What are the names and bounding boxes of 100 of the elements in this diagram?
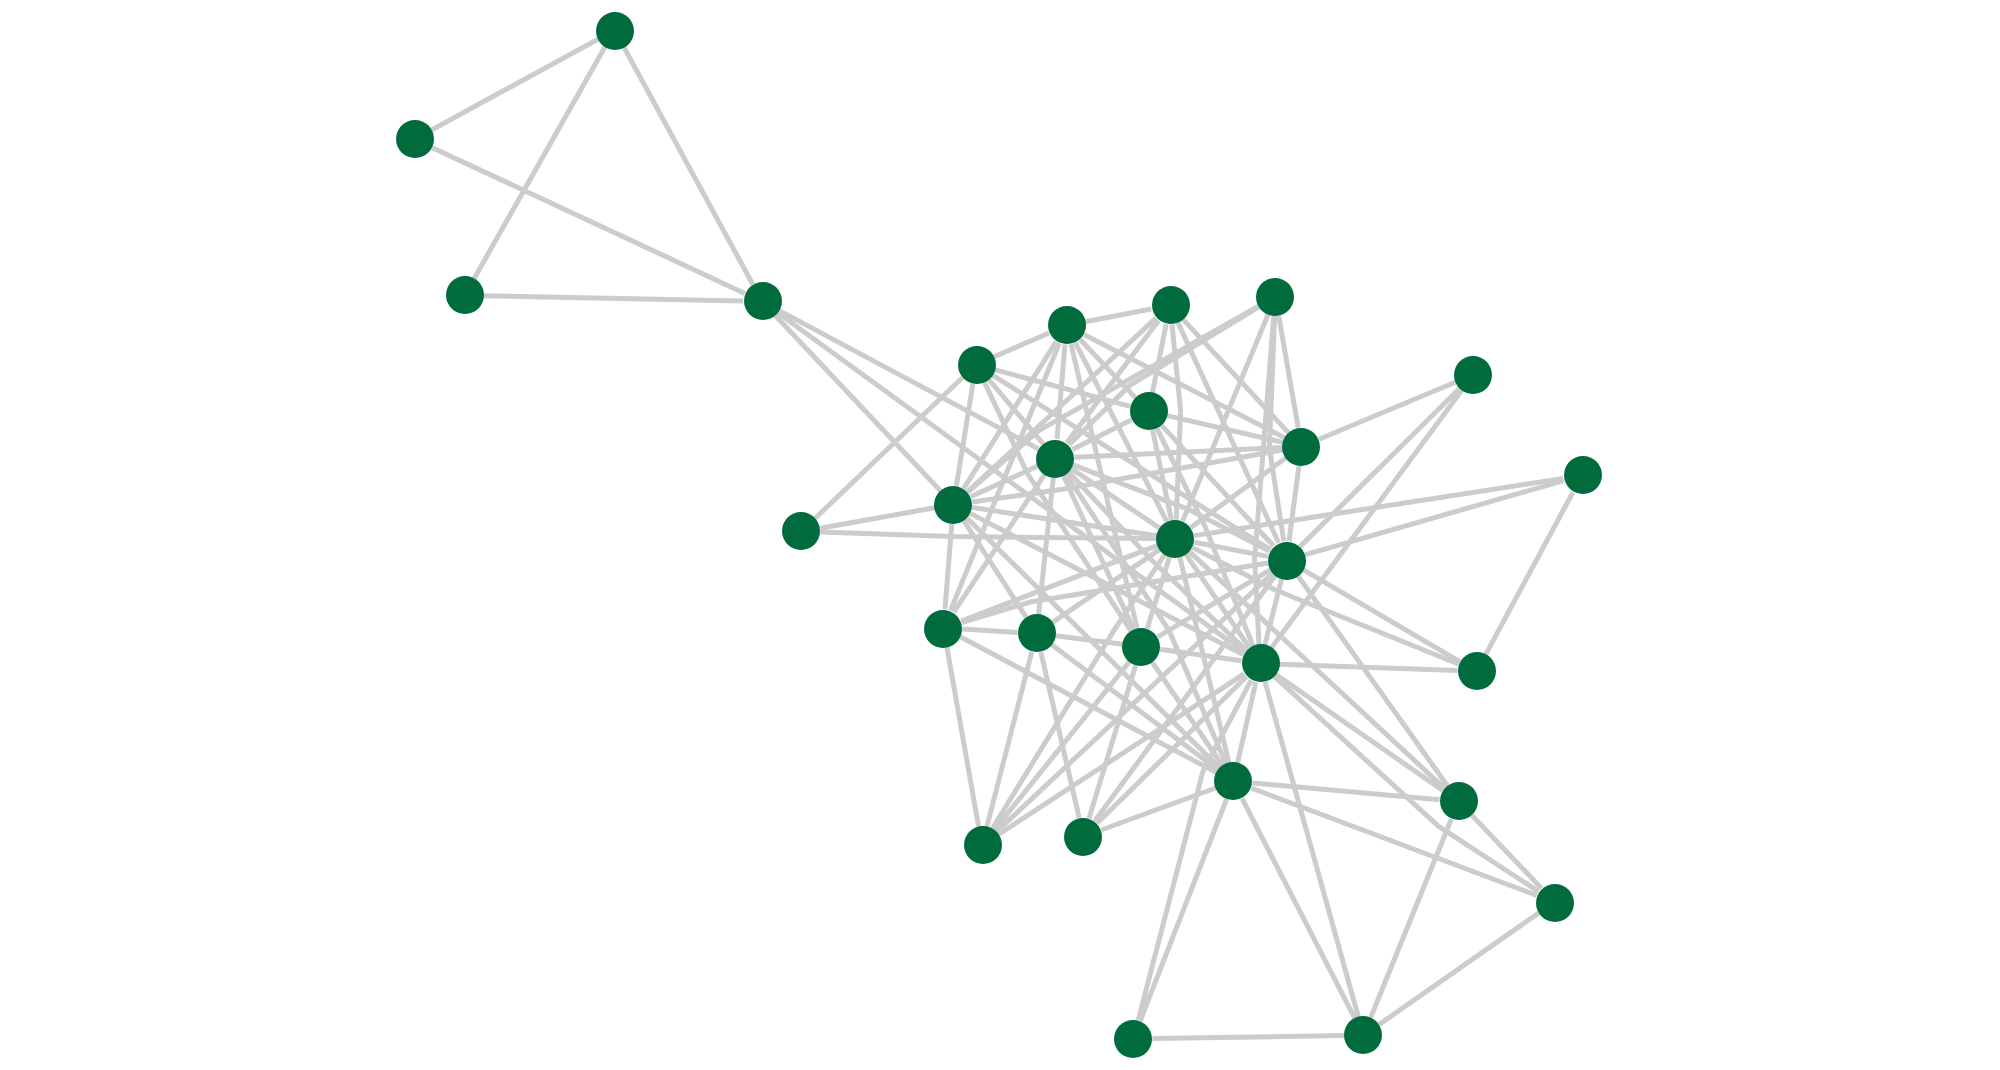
edge-line (1189, 455, 1288, 530)
network-node (1064, 817, 1103, 856)
edge-line (959, 634, 1218, 775)
edge-line (1252, 780, 1440, 803)
network-node (1344, 1016, 1383, 1055)
network-node (957, 345, 995, 384)
network-node (743, 282, 781, 321)
edge-line (430, 145, 746, 296)
edge-line (1156, 567, 1272, 639)
edge-line (1054, 344, 1068, 440)
edge-line (1072, 341, 1170, 523)
edge-line (1084, 306, 1152, 325)
network-node (1122, 627, 1161, 666)
edge-line (1149, 323, 1169, 394)
edge-line (819, 505, 936, 531)
edge-line (1191, 545, 1460, 667)
edge-line (1144, 556, 1172, 630)
edge-line (1177, 556, 1232, 764)
edge-line (1150, 660, 1225, 768)
network-node (1129, 392, 1168, 431)
edge-line (1038, 651, 1082, 819)
edge-line (1068, 343, 1140, 629)
edge-line (1262, 577, 1285, 646)
edge-line (1050, 642, 1220, 772)
edge-line (1377, 910, 1541, 1027)
edge-line (1137, 798, 1229, 1022)
edge-line (1169, 324, 1184, 520)
edge-line (965, 516, 1222, 770)
network-node (1457, 652, 1496, 691)
edge-line (1272, 674, 1540, 894)
edge-line (1071, 417, 1133, 452)
edge-line (1301, 567, 1462, 664)
edge-line (1175, 321, 1281, 544)
edge-line (1154, 427, 1256, 647)
edge-line (971, 447, 1284, 505)
edge-line (993, 367, 1131, 409)
edge-line (1064, 319, 1161, 445)
network-node (1114, 1019, 1153, 1058)
network-node (1256, 277, 1295, 316)
edge-line (1100, 785, 1217, 833)
edge-line (1078, 337, 1138, 400)
edge-line (1135, 679, 1254, 1021)
network-node (1563, 456, 1601, 495)
edge-line (1295, 573, 1450, 788)
edge-line (471, 45, 608, 281)
edge-line (1063, 472, 1229, 765)
edge-line (1036, 476, 1056, 615)
edge-line (1055, 633, 1123, 647)
network-node (445, 276, 484, 315)
edge-line (1183, 553, 1252, 649)
edge-line (990, 372, 1272, 552)
edge-line (1072, 462, 1271, 554)
network-node (782, 512, 821, 551)
edge-line (969, 463, 1040, 500)
network-node (1047, 306, 1086, 345)
network-node (1439, 782, 1478, 821)
edge-line (953, 383, 976, 487)
network-node (395, 120, 434, 159)
edge-line (984, 651, 1035, 828)
edge-line (962, 626, 1018, 635)
edge-line (1074, 444, 1283, 460)
edge-line (1166, 413, 1284, 445)
edge-line (1278, 661, 1458, 674)
edge-line (1187, 549, 1447, 791)
edge-line (1298, 386, 1462, 549)
network-node (1151, 286, 1189, 325)
edge-line (1095, 675, 1249, 825)
edge-line (1318, 379, 1457, 442)
edge-line (966, 303, 1261, 495)
edge-line (1304, 478, 1565, 558)
edge-line (1159, 646, 1242, 664)
network-node (1535, 883, 1574, 921)
edge-line (989, 553, 1167, 831)
network-node (924, 609, 963, 647)
edge-line (961, 340, 1059, 490)
edge-line (1252, 315, 1277, 645)
edge-line (1266, 315, 1287, 542)
edge-line (1069, 466, 1161, 531)
network-node (963, 826, 1001, 865)
edge-line (773, 313, 943, 493)
edge-line (775, 310, 1247, 655)
edge-line (1180, 313, 1271, 522)
edge-line (1368, 818, 1454, 1019)
edge-line (986, 377, 1045, 446)
edge-line (961, 519, 1029, 619)
network-node (595, 11, 634, 49)
edge-line (1470, 813, 1544, 890)
edge-line (1067, 304, 1261, 447)
edge-line (1152, 1033, 1345, 1041)
network-node (1017, 614, 1056, 653)
edge-line (1050, 547, 1162, 625)
edge-line (1159, 423, 1276, 548)
edge-line (777, 308, 1040, 452)
edge-line (965, 316, 1158, 494)
edge-line (1181, 317, 1291, 435)
edge-line (991, 659, 1132, 833)
edge-line (1269, 388, 1465, 650)
edge-line (1086, 664, 1139, 820)
edge-line (944, 646, 982, 828)
edge-line (1274, 672, 1445, 793)
